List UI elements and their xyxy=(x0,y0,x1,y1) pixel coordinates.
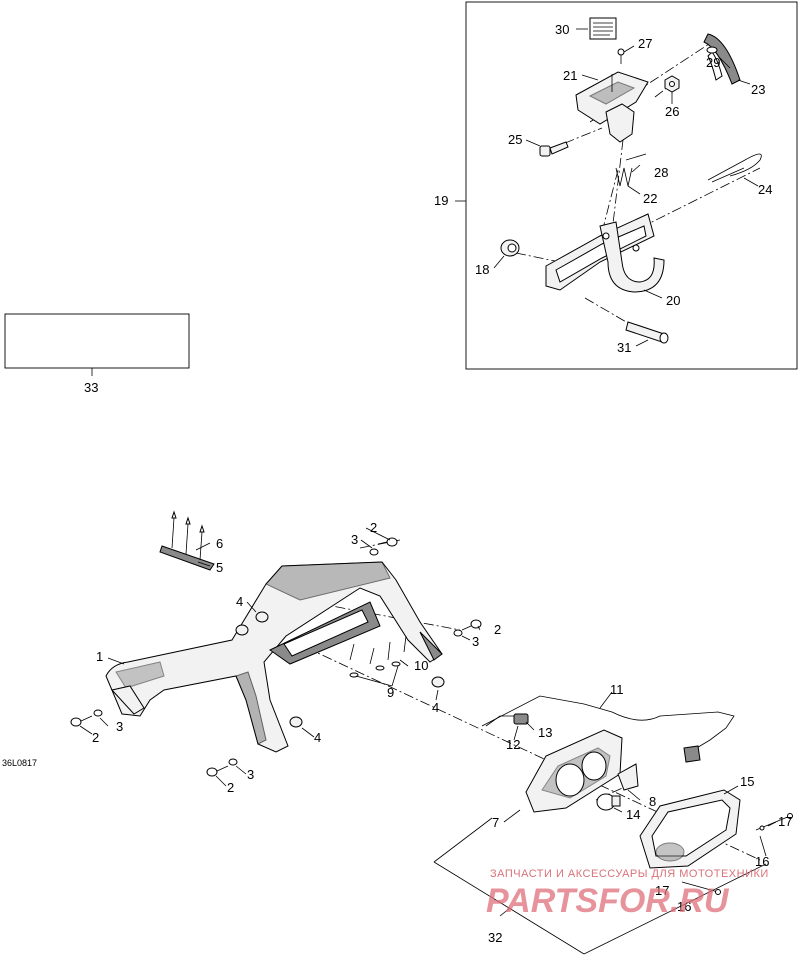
washer-icon xyxy=(369,548,379,556)
callout-17: 17 xyxy=(778,814,792,829)
screw-icon xyxy=(461,619,482,631)
callout-4: 4 xyxy=(314,730,321,745)
screw-icon xyxy=(377,537,398,547)
washer-icon xyxy=(453,629,463,637)
callout-3: 3 xyxy=(351,532,358,547)
kit-bracket-32 xyxy=(433,817,767,955)
rubber-pad xyxy=(703,33,741,85)
callout-29: 29 xyxy=(706,55,720,70)
callout-7: 7 xyxy=(492,815,499,830)
callout-22: 22 xyxy=(643,191,657,206)
callout-4: 4 xyxy=(236,594,243,609)
callout-23: 23 xyxy=(751,82,765,97)
callout-15: 15 xyxy=(740,774,754,789)
hitch-cap xyxy=(575,71,649,143)
screw-icon xyxy=(206,765,229,777)
bolt-31-icon xyxy=(625,321,669,344)
callout-13: 13 xyxy=(538,725,552,740)
kit-box xyxy=(4,313,190,376)
callout-3: 3 xyxy=(116,719,123,734)
callout-9: 9 xyxy=(387,685,394,700)
callout-12: 12 xyxy=(506,737,520,752)
bushing-icon xyxy=(235,624,249,636)
callout-labels: 30 27 21 29 23 26 25 28 22 24 19 18 20 3… xyxy=(2,22,792,945)
washer-icon xyxy=(706,46,718,54)
bushing-icon xyxy=(289,716,303,728)
washer-icon xyxy=(93,709,103,717)
callout-4: 4 xyxy=(432,700,439,715)
callout-33: 33 xyxy=(84,380,98,395)
spring-icon xyxy=(615,167,633,187)
hitch-pin-clip xyxy=(707,153,762,183)
wiring-harness xyxy=(481,695,735,763)
watermark: ЗАПЧАСТИ И АКСЕССУАРЫ ДЛЯ МОТОТЕХНИКИ PA… xyxy=(486,868,769,920)
callout-8: 8 xyxy=(649,794,656,809)
callout-18: 18 xyxy=(475,262,489,277)
pin-icon xyxy=(625,153,647,161)
callout-19: 19 xyxy=(434,193,448,208)
callout-5: 5 xyxy=(216,560,223,575)
callout-25: 25 xyxy=(508,132,522,147)
watermark-tagline: ЗАПЧАСТИ И АКСЕССУАРЫ ДЛЯ МОТОТЕХНИКИ xyxy=(490,868,769,880)
bolt-icon xyxy=(539,141,569,157)
tail-light-housing xyxy=(525,729,623,813)
callout-30: 30 xyxy=(555,22,569,37)
callout-28: 28 xyxy=(654,165,668,180)
callout-6: 6 xyxy=(216,536,223,551)
screw-icon xyxy=(617,48,625,64)
bulb-socket xyxy=(617,763,639,791)
screw-icon xyxy=(70,715,93,727)
rear-bumper xyxy=(105,561,443,753)
bushing-icon xyxy=(431,676,445,688)
callout-11: 11 xyxy=(610,682,624,697)
nut-icon xyxy=(664,75,680,93)
callout-20: 20 xyxy=(666,293,680,308)
callout-27: 27 xyxy=(638,36,652,51)
callout-2: 2 xyxy=(370,520,377,535)
screw-icon xyxy=(755,813,793,831)
callout-32: 32 xyxy=(488,930,502,945)
callout-16: 16 xyxy=(677,899,691,914)
hitch-bracket xyxy=(545,213,665,293)
callout-2: 2 xyxy=(494,622,501,637)
callout-17: 17 xyxy=(655,883,669,898)
bushing-icon xyxy=(500,239,520,257)
callout-2: 2 xyxy=(92,730,99,745)
tail-light-lens xyxy=(639,789,741,869)
trim-strip xyxy=(159,510,215,571)
callout-14: 14 xyxy=(626,807,640,822)
callout-3: 3 xyxy=(472,634,479,649)
watermark-brand: PARTSFOR.RU xyxy=(486,882,730,920)
callout-16: 16 xyxy=(755,854,769,869)
warning-label-decal xyxy=(589,17,617,40)
leader-lines xyxy=(79,28,777,857)
callout-10: 10 xyxy=(414,658,428,673)
bulb-icon xyxy=(596,793,621,811)
callout-21: 21 xyxy=(563,68,577,83)
figure-code: 36L0817 xyxy=(2,758,37,768)
callout-31: 31 xyxy=(617,340,631,355)
washer-icon xyxy=(228,758,238,766)
hitch-inset-frame xyxy=(455,1,798,370)
callout-26: 26 xyxy=(665,104,679,119)
callout-24: 24 xyxy=(758,182,772,197)
callout-2: 2 xyxy=(227,780,234,795)
callout-3: 3 xyxy=(247,767,254,782)
callout-1: 1 xyxy=(96,649,103,664)
rivet-icon xyxy=(349,635,407,678)
bushing-icon xyxy=(255,611,269,623)
